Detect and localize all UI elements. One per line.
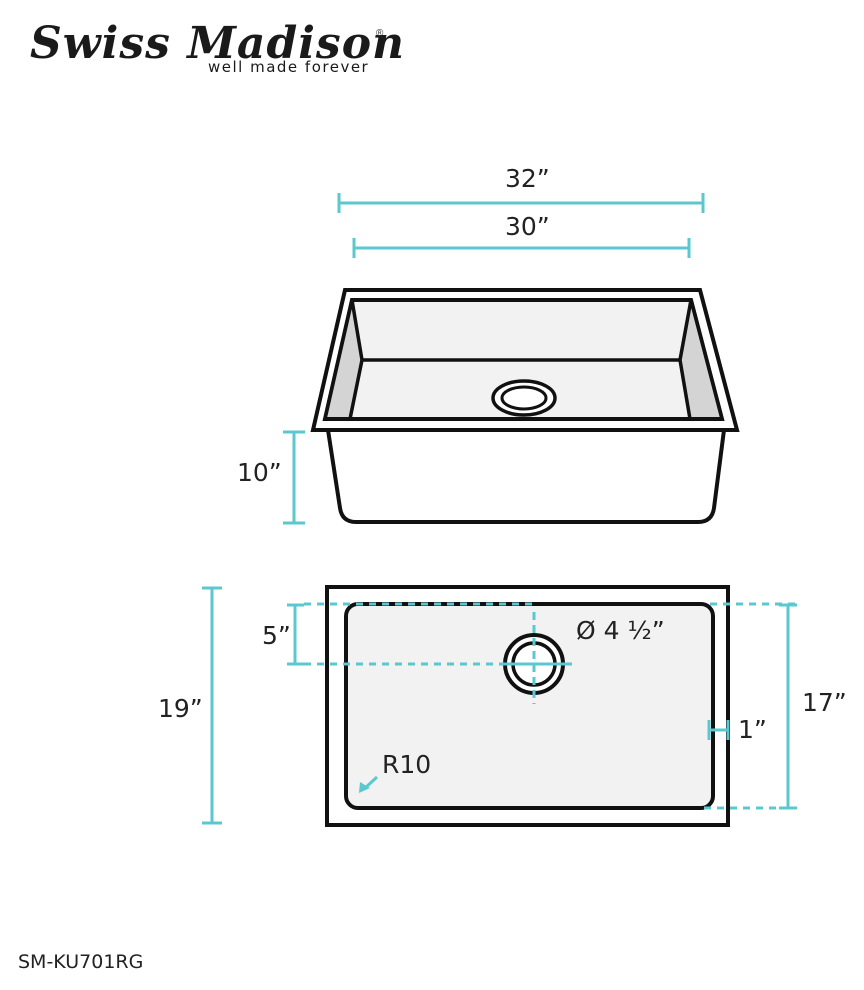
brand-tagline: well made forever [208, 58, 370, 76]
dim-drain-offset: 5” [262, 621, 291, 650]
dim-overall-length: 19” [158, 694, 203, 723]
model-number: SM-KU701RG [18, 951, 144, 973]
dim-corner-radius: R10 [382, 750, 432, 779]
radius-arrow-icon [359, 782, 370, 793]
dim-overall-width: 32” [505, 164, 550, 193]
top-view-dimensions [202, 586, 797, 825]
registered-mark: ® [376, 28, 384, 39]
dim-rim-width: 1” [738, 715, 767, 744]
dim-depth: 10” [237, 458, 282, 487]
dim-drain-diameter: Ø 4 ½” [576, 616, 665, 645]
perspective-dimensions [283, 193, 705, 525]
top-view-sink [325, 585, 730, 827]
dim-basin-length: 17” [802, 688, 847, 717]
perspective-sink [310, 288, 740, 524]
brand-logo: Swiss Madison ® well made forever [30, 18, 404, 88]
brand-name: Swiss Madison [30, 18, 406, 69]
dim-basin-width: 30” [505, 212, 550, 241]
